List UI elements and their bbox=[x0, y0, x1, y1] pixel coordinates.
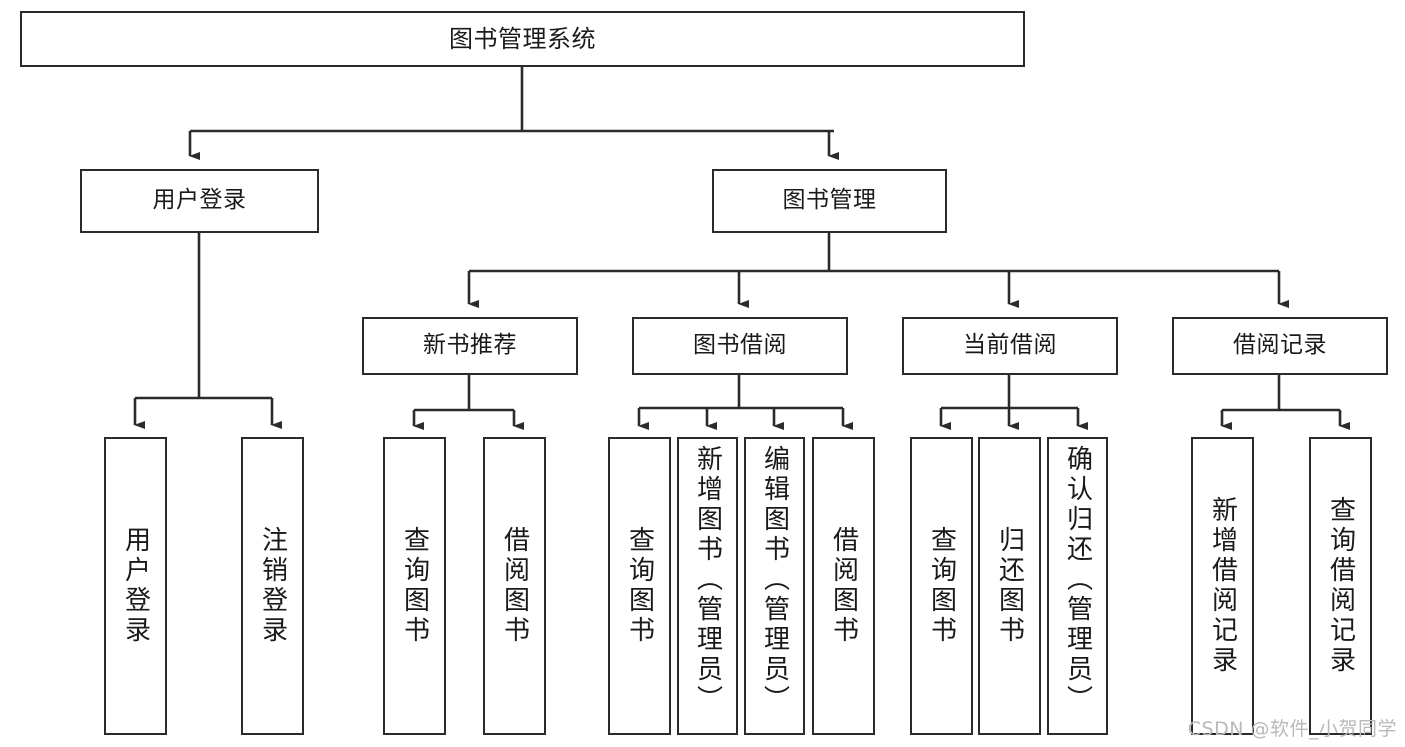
leaf-borrow-edit-book-admin[interactable]: 编辑图书（管理员） bbox=[744, 437, 805, 735]
node-label: 归还图书 bbox=[994, 526, 1025, 646]
leaf-records-query-record[interactable]: 查询借阅记录 bbox=[1309, 437, 1372, 735]
node-label: 用户登录 bbox=[120, 526, 151, 646]
node-label: 确认归还（管理员） bbox=[1062, 445, 1093, 715]
node-label: 注销登录 bbox=[257, 526, 288, 646]
leaf-borrow-add-book-admin[interactable]: 新增图书（管理员） bbox=[677, 437, 738, 735]
node-label: 查询图书 bbox=[624, 526, 655, 646]
node-label: 借阅图书 bbox=[828, 526, 859, 646]
node-label: 新增借阅记录 bbox=[1207, 496, 1238, 676]
leaf-current-query-book[interactable]: 查询图书 bbox=[910, 437, 973, 735]
leaf-borrow-query-book[interactable]: 查询图书 bbox=[608, 437, 671, 735]
leaf-records-add-record[interactable]: 新增借阅记录 bbox=[1191, 437, 1254, 735]
node-label: 查询图书 bbox=[926, 526, 957, 646]
node-label: 图书借阅 bbox=[693, 332, 787, 359]
node-new-book-recommend[interactable]: 新书推荐 bbox=[362, 317, 578, 375]
node-book-management[interactable]: 图书管理 bbox=[712, 169, 947, 233]
node-user-login[interactable]: 用户登录 bbox=[80, 169, 319, 233]
node-book-borrow[interactable]: 图书借阅 bbox=[632, 317, 848, 375]
node-label: 查询借阅记录 bbox=[1325, 496, 1356, 676]
leaf-user-login-login[interactable]: 用户登录 bbox=[104, 437, 167, 735]
node-label: 图书管理 bbox=[782, 187, 877, 214]
watermark-text: CSDN @软件_小贺同学 bbox=[1187, 718, 1397, 740]
node-label: 用户登录 bbox=[152, 187, 247, 214]
leaf-current-return-book[interactable]: 归还图书 bbox=[978, 437, 1041, 735]
node-label: 当前借阅 bbox=[963, 332, 1057, 359]
node-label: 借阅图书 bbox=[499, 526, 530, 646]
node-root-library-system[interactable]: 图书管理系统 bbox=[20, 11, 1025, 67]
node-label: 新书推荐 bbox=[423, 332, 517, 359]
node-label: 查询图书 bbox=[399, 526, 430, 646]
node-label: 新增图书（管理员） bbox=[692, 445, 723, 715]
node-label: 编辑图书（管理员） bbox=[759, 445, 790, 715]
leaf-user-login-logout[interactable]: 注销登录 bbox=[241, 437, 304, 735]
node-borrow-records[interactable]: 借阅记录 bbox=[1172, 317, 1388, 375]
node-current-borrow[interactable]: 当前借阅 bbox=[902, 317, 1118, 375]
leaf-newbook-borrow-book[interactable]: 借阅图书 bbox=[483, 437, 546, 735]
node-label: 图书管理系统 bbox=[449, 24, 596, 53]
leaf-current-confirm-return-admin[interactable]: 确认归还（管理员） bbox=[1047, 437, 1108, 735]
leaf-borrow-borrow-book[interactable]: 借阅图书 bbox=[812, 437, 875, 735]
leaf-newbook-query-book[interactable]: 查询图书 bbox=[383, 437, 446, 735]
node-label: 借阅记录 bbox=[1233, 332, 1327, 359]
